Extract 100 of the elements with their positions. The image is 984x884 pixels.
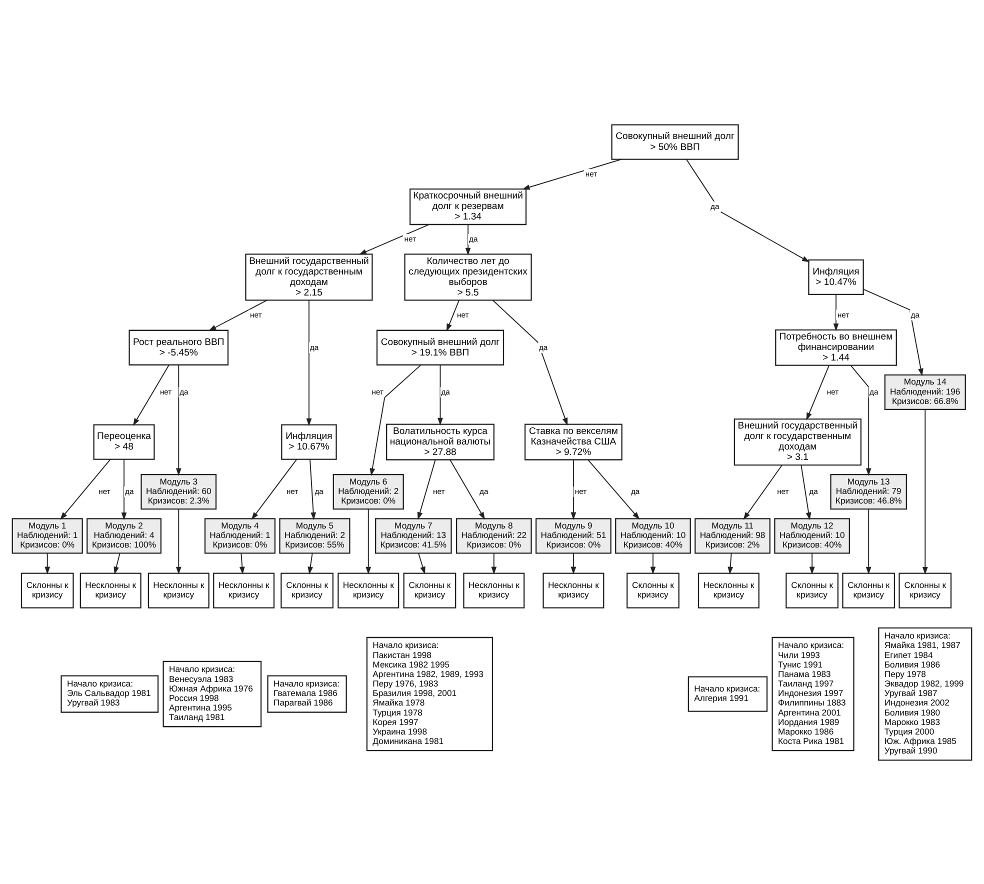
arrow xyxy=(728,552,734,574)
edge-label: да xyxy=(710,202,720,211)
edge-label: да xyxy=(870,386,878,396)
edge-label: да xyxy=(630,486,640,496)
node-box: Несклонны к кризису xyxy=(542,572,604,608)
node-box: Модуль 11 Наблюдений: 98 Кризисов: 2% xyxy=(694,518,770,554)
edge-label: нет xyxy=(372,386,384,396)
arrow xyxy=(132,364,170,426)
node-box: Инфляция > 10.67% xyxy=(281,424,337,460)
arrow xyxy=(833,294,839,331)
arrow xyxy=(418,552,426,574)
node-box: Модуль 14 Наблюдений: 196 Кризисов: 66.8% xyxy=(884,374,966,410)
arrow xyxy=(44,552,50,574)
node-box: Начало кризиса: Ямайка 1981, 1987 Египет 1984 Боливия 1986 Перу 1978 Эквадор 1982, 1999 Уругвай 1987 Индонезия 2002 Боливия 1980 Марокко 1983 Турция 2000 Юж. Африка 1985 Уругвай 1990 xyxy=(878,626,972,760)
arrow xyxy=(310,458,316,520)
arrow xyxy=(743,464,782,520)
node-box: Переоценка > 48 xyxy=(93,424,155,460)
node-box: Волатильность курса национальной валюты > 27.88 xyxy=(386,423,494,460)
node-box: Модуль 7 Наблюдений: 13 Кризисов: 41.5% xyxy=(375,518,452,554)
node-box: Склонны к кризису xyxy=(20,572,74,608)
edge-label: нет xyxy=(160,386,172,396)
edge-label: да xyxy=(538,342,548,352)
edge-label: да xyxy=(910,310,920,319)
edge-label: нет xyxy=(585,168,598,178)
arrow xyxy=(208,299,268,330)
node-box: Рост реального ВВП > -5.45% xyxy=(128,329,229,365)
node-box: Модуль 3 Наблюдений: 60 Кризисов: 2.3% xyxy=(140,474,217,510)
arrow xyxy=(650,552,656,574)
arrow xyxy=(239,552,245,574)
arrow xyxy=(417,458,436,520)
arrow xyxy=(922,408,928,574)
node-box: Совокупный внешний долг > 19.1% ВВП xyxy=(376,329,504,365)
edge-label: нет xyxy=(98,486,110,496)
node-box: Начало кризиса: Чили 1993 Тунис 1991 Панама 1983 Таиланд 1997 Индонезия 1997 Филиппины 1883 Аргентина 2001 Иордания 1989 Марокко 1986 Коста Рика 1981 xyxy=(772,636,854,751)
node-box: Начало кризиса: Пакистан 1998 Мексика 1982 1995 Аргентина 1982, 1989, 1993 Перу 1976, 1983 Бразилия 1998, 2001 Ямайка 1978 Турция 1978 Корея 1997 Украина 1998 Доминикана 1981 xyxy=(366,636,494,751)
edge-label: да xyxy=(314,486,324,496)
node-box: Начало кризиса: Эль Сальвадор 1981 Уругвай 1983 xyxy=(60,674,159,712)
node-box: Модуль 6 Наблюдений: 2 Кризисов: 0% xyxy=(332,474,404,510)
node-box: Начало кризиса: Венесуэла 1983 Южная Африка 1976 Россия 1998 Аргентина 1995 Таиланд 1981 xyxy=(162,660,262,727)
node-box: Склонны к кризису xyxy=(280,572,334,608)
node-box: Совокупный внешний долг > 50% ВВП xyxy=(611,124,739,160)
edge-label: да xyxy=(469,234,478,244)
arrow xyxy=(492,299,568,426)
arrow xyxy=(450,458,486,520)
arrow xyxy=(686,158,810,262)
node-box: Несклонны к кризису xyxy=(698,572,760,608)
node-box: Склонны к кризису xyxy=(626,572,680,608)
node-box: Модуль 9 Наблюдений: 51 Кризисов: 0% xyxy=(536,518,612,554)
arrow xyxy=(114,552,120,574)
node-box: Несклонны к кризису xyxy=(463,572,525,608)
arrow xyxy=(866,508,872,574)
node-box: Несклонны к кризису xyxy=(338,572,400,608)
arrow xyxy=(308,552,314,574)
arrow xyxy=(570,552,576,574)
node-box: Количество лет до следующих президентских выборов > 5.5 xyxy=(404,253,532,300)
arrow xyxy=(446,299,460,331)
node-box: Внешний государственный долг к государственным доходам > 3.1 xyxy=(734,418,862,466)
arrow xyxy=(366,508,372,574)
edge-label: нет xyxy=(433,486,445,496)
arrow xyxy=(465,224,471,256)
node-box: Внешний государственный долг к государственным доходам > 2.15 xyxy=(245,253,373,300)
arrow xyxy=(491,552,497,574)
node-box: Модуль 2 Наблюдений: 4 Кризисов: 100% xyxy=(86,518,162,554)
edge-label: нет xyxy=(837,310,850,319)
node-box: Несклонны к кризису xyxy=(80,572,142,608)
edge-label: нет xyxy=(826,386,839,396)
arrow xyxy=(121,458,127,520)
node-box: Краткосрочный внешний долг к резервам > 1.34 xyxy=(410,188,527,225)
arrow xyxy=(251,458,298,520)
arrow xyxy=(438,364,443,425)
node-box: Начало кризиса: Алгерия 1991 xyxy=(688,676,768,712)
arrow xyxy=(570,458,576,520)
edge-label: нет xyxy=(457,310,469,319)
edge-label: нет xyxy=(574,486,587,496)
arrow xyxy=(176,508,182,574)
node-box: Потребность во внешнем финансировании > 1.44 xyxy=(775,328,897,366)
node-box: Инфляция > 10.47% xyxy=(808,258,864,295)
edge-label: да xyxy=(480,486,488,496)
node-box: Модуль 12 Наблюдений: 10 Кризисов: 40% xyxy=(774,518,850,554)
arrow xyxy=(176,364,182,476)
arrow xyxy=(522,158,622,190)
node-box: Несклонны к кризису xyxy=(213,572,275,608)
edge-label: да xyxy=(809,486,818,496)
arrow xyxy=(800,464,812,520)
node-box: Склонны к кризису xyxy=(842,572,896,608)
node-box: Модуль 5 Наблюдений: 2 Кризисов: 55% xyxy=(279,518,350,554)
edge-label: нет xyxy=(250,310,262,319)
node-box: Модуль 8 Наблюдений: 22 Кризисов: 0% xyxy=(456,518,532,554)
node-box: Ставка по векселям Казначейства США > 9.72% xyxy=(524,423,622,460)
node-box: Несклонны к кризису xyxy=(148,572,210,608)
node-box: Начало кризиса: Гватемала 1986 Парагвай 1986 xyxy=(267,674,347,712)
node-box: Модуль 1 Наблюдений: 1 Кризисов: 0% xyxy=(12,518,83,554)
arrow xyxy=(358,224,430,254)
node-box: Склонны к кризису xyxy=(898,572,952,608)
node-box: Склонны к кризису xyxy=(786,572,838,608)
arrow xyxy=(588,458,640,520)
arrow xyxy=(306,299,312,426)
edge-label: нет xyxy=(286,486,298,496)
node-box: Склонны к кризису xyxy=(403,572,456,608)
edge-label: да xyxy=(180,386,188,396)
